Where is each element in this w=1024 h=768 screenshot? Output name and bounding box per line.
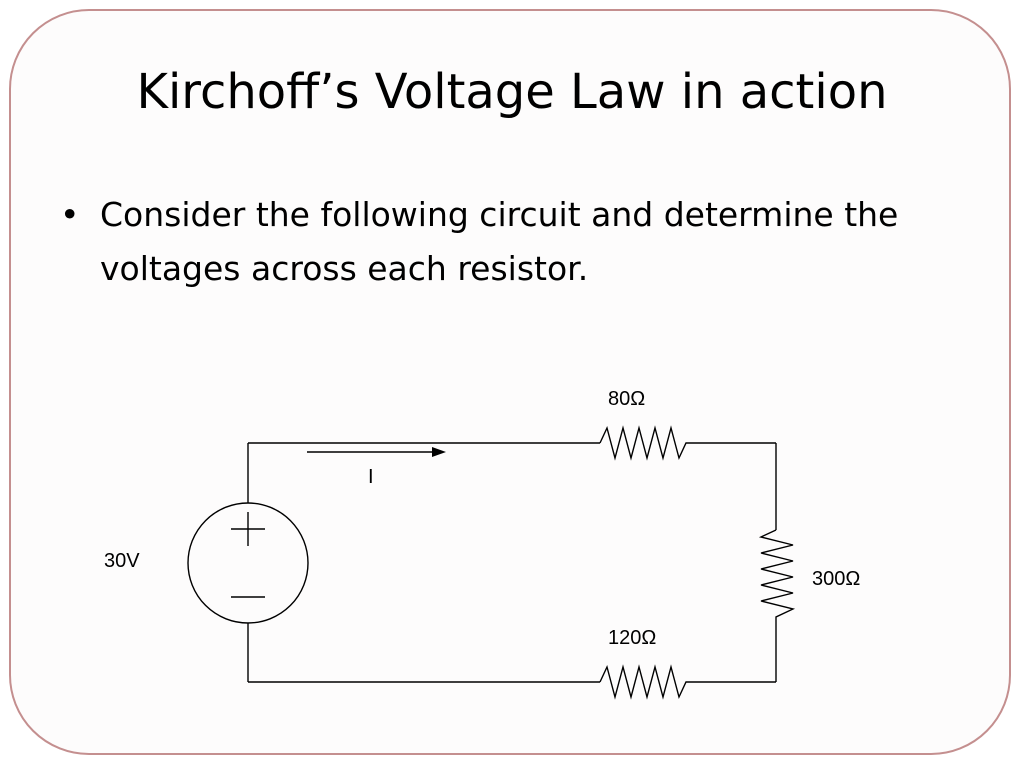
resistor-bottom bbox=[599, 664, 690, 700]
resistor-bottom-label: 120Ω bbox=[608, 627, 656, 649]
resistor-top bbox=[599, 425, 690, 461]
voltage-source bbox=[187, 502, 309, 624]
bullet-text: Consider the following circuit and deter… bbox=[100, 195, 899, 288]
bullet-item: • Consider the following circuit and det… bbox=[60, 188, 960, 296]
resistor-right bbox=[758, 529, 796, 622]
resistor-top-label: 80Ω bbox=[608, 388, 645, 410]
current-label: I bbox=[368, 466, 374, 488]
slide-title: Kirchoff’s Voltage Law in action bbox=[136, 64, 888, 120]
plus-icon bbox=[231, 512, 265, 546]
slide-frame bbox=[9, 9, 1011, 755]
bullet-list: • Consider the following circuit and det… bbox=[60, 188, 960, 296]
bullet-icon: • bbox=[60, 195, 80, 234]
resistor-right-label: 300Ω bbox=[812, 568, 860, 590]
arrow-head-icon bbox=[432, 447, 446, 457]
source-voltage-label: 30V bbox=[104, 550, 140, 572]
